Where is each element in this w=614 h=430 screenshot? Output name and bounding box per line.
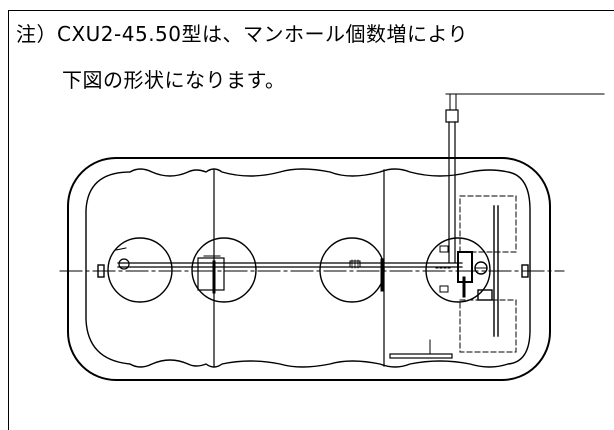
sheet-border xyxy=(8,10,614,430)
manhole-1 xyxy=(107,237,173,303)
dashed-chamber-lower xyxy=(459,299,517,353)
note-line-1: 注）CXU2-45.50型は、マンホール個数増により xyxy=(16,22,469,46)
bottom-bar xyxy=(389,353,453,359)
manhole-2 xyxy=(191,237,257,303)
inlet-tick xyxy=(115,247,127,251)
note-line-2: 下図の形状になります。 xyxy=(62,68,286,92)
riser-cap xyxy=(445,109,459,123)
small-fitting-b xyxy=(439,285,449,293)
valve-circle xyxy=(474,261,488,275)
inlet-fitting xyxy=(118,258,130,270)
tank-outer-outline xyxy=(67,157,551,381)
tank-inner-outline xyxy=(85,168,531,368)
end-block-right xyxy=(521,264,529,278)
dashed-chamber-upper xyxy=(459,195,517,253)
pump-fitting xyxy=(477,289,493,301)
manhole-3 xyxy=(319,237,385,303)
end-block-left xyxy=(97,264,105,278)
equipment-box xyxy=(197,257,225,291)
manhole-4 xyxy=(425,237,491,303)
small-fitting-a xyxy=(439,245,449,253)
